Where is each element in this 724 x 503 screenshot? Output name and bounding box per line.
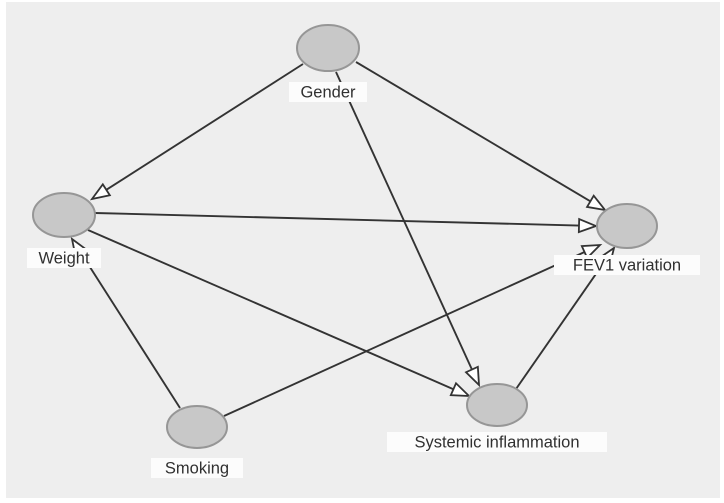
node-label-gender: Gender	[289, 82, 367, 102]
node-gender[interactable]	[296, 24, 360, 72]
arrow-head-smoking-fev1	[580, 243, 603, 260]
label-text-smoking: Smoking	[165, 459, 229, 477]
node-label-smoking: Smoking	[151, 458, 243, 478]
label-text-weight: Weight	[38, 249, 89, 267]
edge-gender-fev1	[355, 61, 608, 212]
edge-weight-fev1	[94, 212, 599, 234]
edge-line-systemic-fev1	[515, 261, 606, 390]
node-fev1[interactable]	[596, 203, 658, 249]
label-text-fev1: FEV1 variation	[573, 256, 681, 274]
arrow-head-gender-fev1	[585, 194, 608, 212]
node-weight[interactable]	[32, 192, 96, 238]
arrow-head-weight-systemic	[449, 381, 472, 398]
edge-line-smoking-weight	[80, 252, 181, 409]
node-systemic[interactable]	[466, 383, 528, 427]
edge-line-smoking-fev1	[223, 251, 585, 417]
arrow-head-gender-systemic	[464, 365, 481, 388]
node-label-systemic: Systemic inflammation	[387, 432, 607, 452]
edge-smoking-fev1	[223, 243, 603, 417]
label-text-gender: Gender	[300, 83, 356, 101]
arrow-head-weight-fev1	[577, 217, 599, 234]
edge-line-weight-systemic	[87, 229, 454, 391]
node-layer	[32, 24, 658, 449]
edge-layer	[70, 61, 616, 417]
node-smoking[interactable]	[166, 405, 228, 449]
edge-line-weight-fev1	[94, 212, 580, 227]
label-text-systemic: Systemic inflammation	[414, 433, 579, 451]
label-plaque-smoking	[151, 458, 243, 478]
node-label-weight: Weight	[27, 248, 101, 268]
label-plaque-weight	[27, 248, 101, 268]
label-plaque-gender	[289, 82, 367, 102]
label-plaque-fev1	[554, 255, 700, 275]
edge-gender-weight	[89, 63, 304, 201]
edge-line-gender-fev1	[355, 61, 591, 203]
edge-line-gender-weight	[105, 63, 304, 191]
label-plaque-systemic	[387, 432, 607, 452]
node-label-fev1: FEV1 variation	[554, 255, 700, 275]
arrow-head-gender-weight	[89, 182, 112, 201]
edge-gender-systemic	[335, 71, 481, 388]
edge-weight-systemic	[87, 229, 472, 398]
